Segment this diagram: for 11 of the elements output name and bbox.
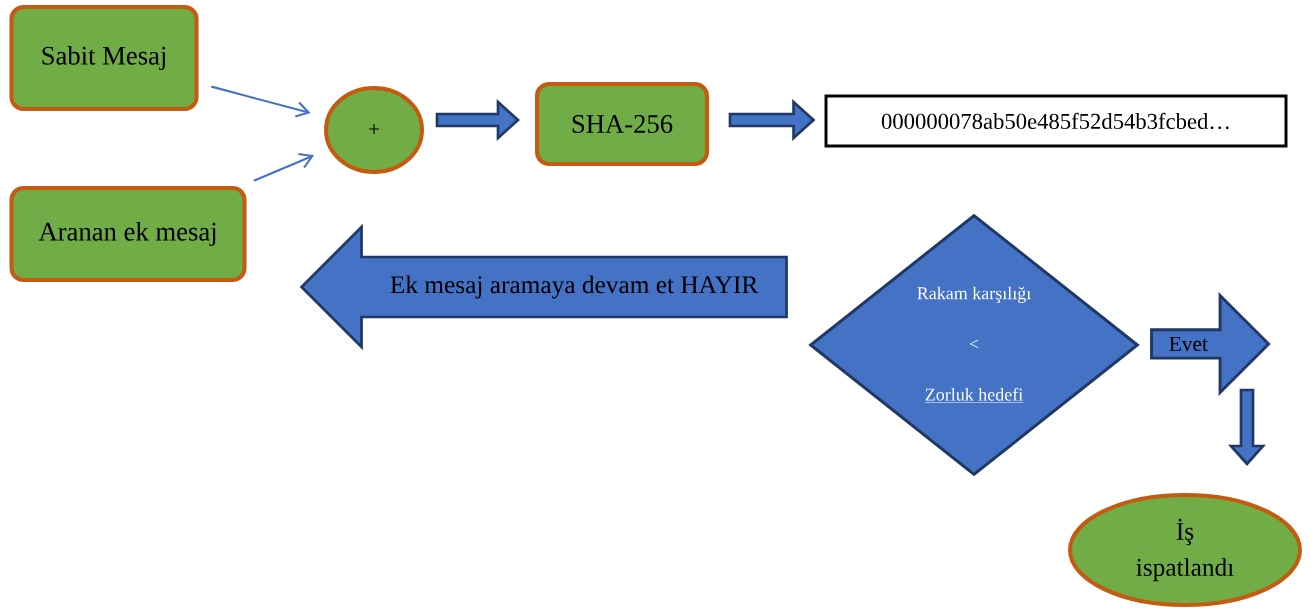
process-box: SHA-256 [535,82,709,166]
block-arrow [299,223,788,351]
block-arrow [435,99,520,141]
arrow [253,152,315,182]
block-arrow [1228,388,1266,466]
arrow [211,85,311,118]
edge-label: Ek mesaj aramaya devam et HAYIR [390,275,759,299]
hash-output-box: 000000078ab50e485f52d54b3fcbed… [824,94,1288,148]
block-arrow [728,99,816,141]
process-box: Sabit Mesaj [9,5,199,111]
process-box: Aranan ek mesaj [9,186,247,282]
